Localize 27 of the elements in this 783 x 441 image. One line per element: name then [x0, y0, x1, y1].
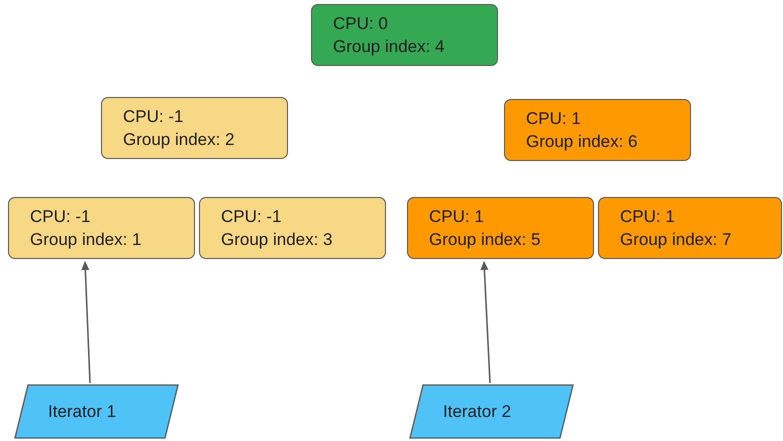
node-text: CPU: -1 — [123, 106, 184, 128]
node-text: CPU: -1 — [221, 206, 282, 228]
node-text: Group index: 2 — [123, 129, 236, 151]
node-text: Group index: 4 — [333, 36, 446, 58]
process-box — [101, 97, 288, 159]
node-text: Iterator 2 — [443, 401, 512, 423]
process-box — [199, 197, 386, 259]
node-text: CPU: 0 — [333, 13, 389, 35]
arrow — [81, 261, 91, 384]
node-text: CPU: 1 — [526, 108, 582, 130]
node-text: Group index: 6 — [526, 131, 639, 153]
node-text: Iterator 1 — [48, 401, 116, 423]
node-text: CPU: 1 — [429, 206, 485, 228]
data-parallelogram — [409, 384, 574, 439]
node-text: CPU: 1 — [620, 206, 676, 228]
arrow — [480, 261, 491, 384]
process-box — [598, 197, 782, 259]
node-text: Group index: 1 — [30, 229, 143, 251]
node-text: Group index: 5 — [429, 229, 542, 251]
node-text: Group index: 7 — [620, 229, 733, 251]
process-box — [407, 197, 594, 259]
process-box — [311, 4, 498, 66]
data-parallelogram — [14, 384, 179, 439]
process-box — [8, 197, 195, 259]
node-text: CPU: -1 — [30, 206, 92, 228]
process-box — [504, 99, 691, 161]
node-text: Group index: 3 — [221, 229, 334, 251]
